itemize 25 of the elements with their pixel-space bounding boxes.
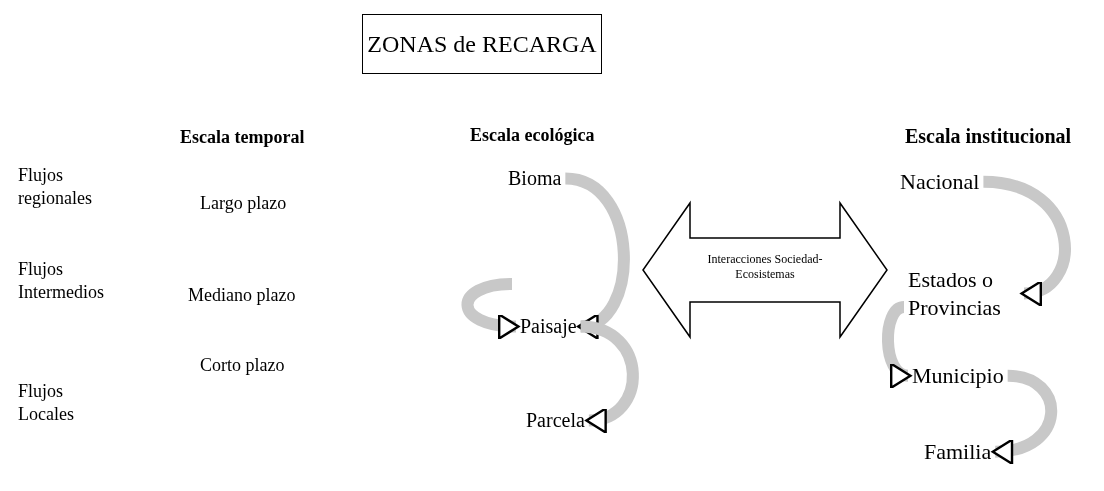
row-label: Mediano plazo — [188, 284, 297, 307]
scale-level-label: Paisaje — [520, 314, 577, 339]
scale-level-label: Municipio — [912, 362, 1004, 390]
scale-level-label: Parcela — [526, 408, 585, 433]
row-label: Largo plazo — [200, 192, 288, 215]
column-heading: Escala institucional — [905, 124, 1073, 149]
curved-arrow — [882, 301, 912, 385]
row-label: Flujos Locales — [18, 380, 75, 425]
curved-arrow — [461, 278, 520, 339]
curved-arrow — [579, 320, 639, 432]
scale-level-label: Familia — [924, 438, 992, 466]
curved-arrow — [564, 172, 630, 336]
row-label: Flujos Intermedios — [18, 258, 105, 303]
scale-level-label: Bioma — [508, 166, 562, 191]
double-block-arrow — [640, 200, 890, 340]
scale-level-label: Nacional — [900, 168, 980, 196]
title-text: ZONAS de RECARGA — [367, 30, 597, 59]
scale-level-label: Estados o Provincias — [908, 266, 1020, 321]
column-heading: Escala ecológica — [470, 124, 596, 147]
row-label: Flujos regionales — [18, 164, 93, 209]
arrow-label: Interacciones Sociedad-Ecosistemas — [706, 252, 824, 282]
column-heading: Escala temporal — [180, 126, 306, 149]
row-label: Corto plazo — [200, 354, 286, 377]
title-box — [362, 14, 602, 74]
curved-arrow — [982, 175, 1071, 304]
